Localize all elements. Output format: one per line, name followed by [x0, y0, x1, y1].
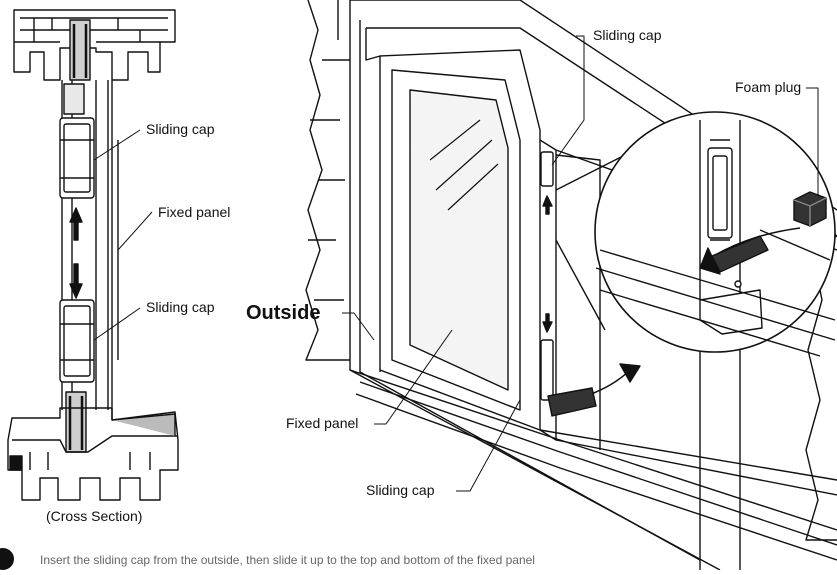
label-foam-plug: Foam plug	[735, 79, 802, 95]
label-fixed-panel-main: Fixed panel	[286, 415, 359, 431]
label-sliding-cap-bottom: Sliding cap	[366, 482, 435, 498]
detail-zoom-circle	[555, 111, 836, 357]
label-outside: Outside	[246, 302, 321, 324]
cross-section-drawing	[7, 9, 179, 501]
step-number-badge	[0, 548, 14, 570]
footer-instruction: Insert the sliding cap from the outside,…	[40, 553, 535, 567]
label-sliding-cap-top: Sliding cap	[593, 27, 662, 43]
label-leaders	[342, 35, 819, 492]
label-fixed-panel-cs: Fixed panel	[158, 204, 231, 220]
cross-section-caption: (Cross Section)	[46, 508, 143, 524]
label-sliding-cap-cs-top: Sliding cap	[146, 121, 215, 137]
label-sliding-cap-cs-bottom: Sliding cap	[146, 299, 215, 315]
